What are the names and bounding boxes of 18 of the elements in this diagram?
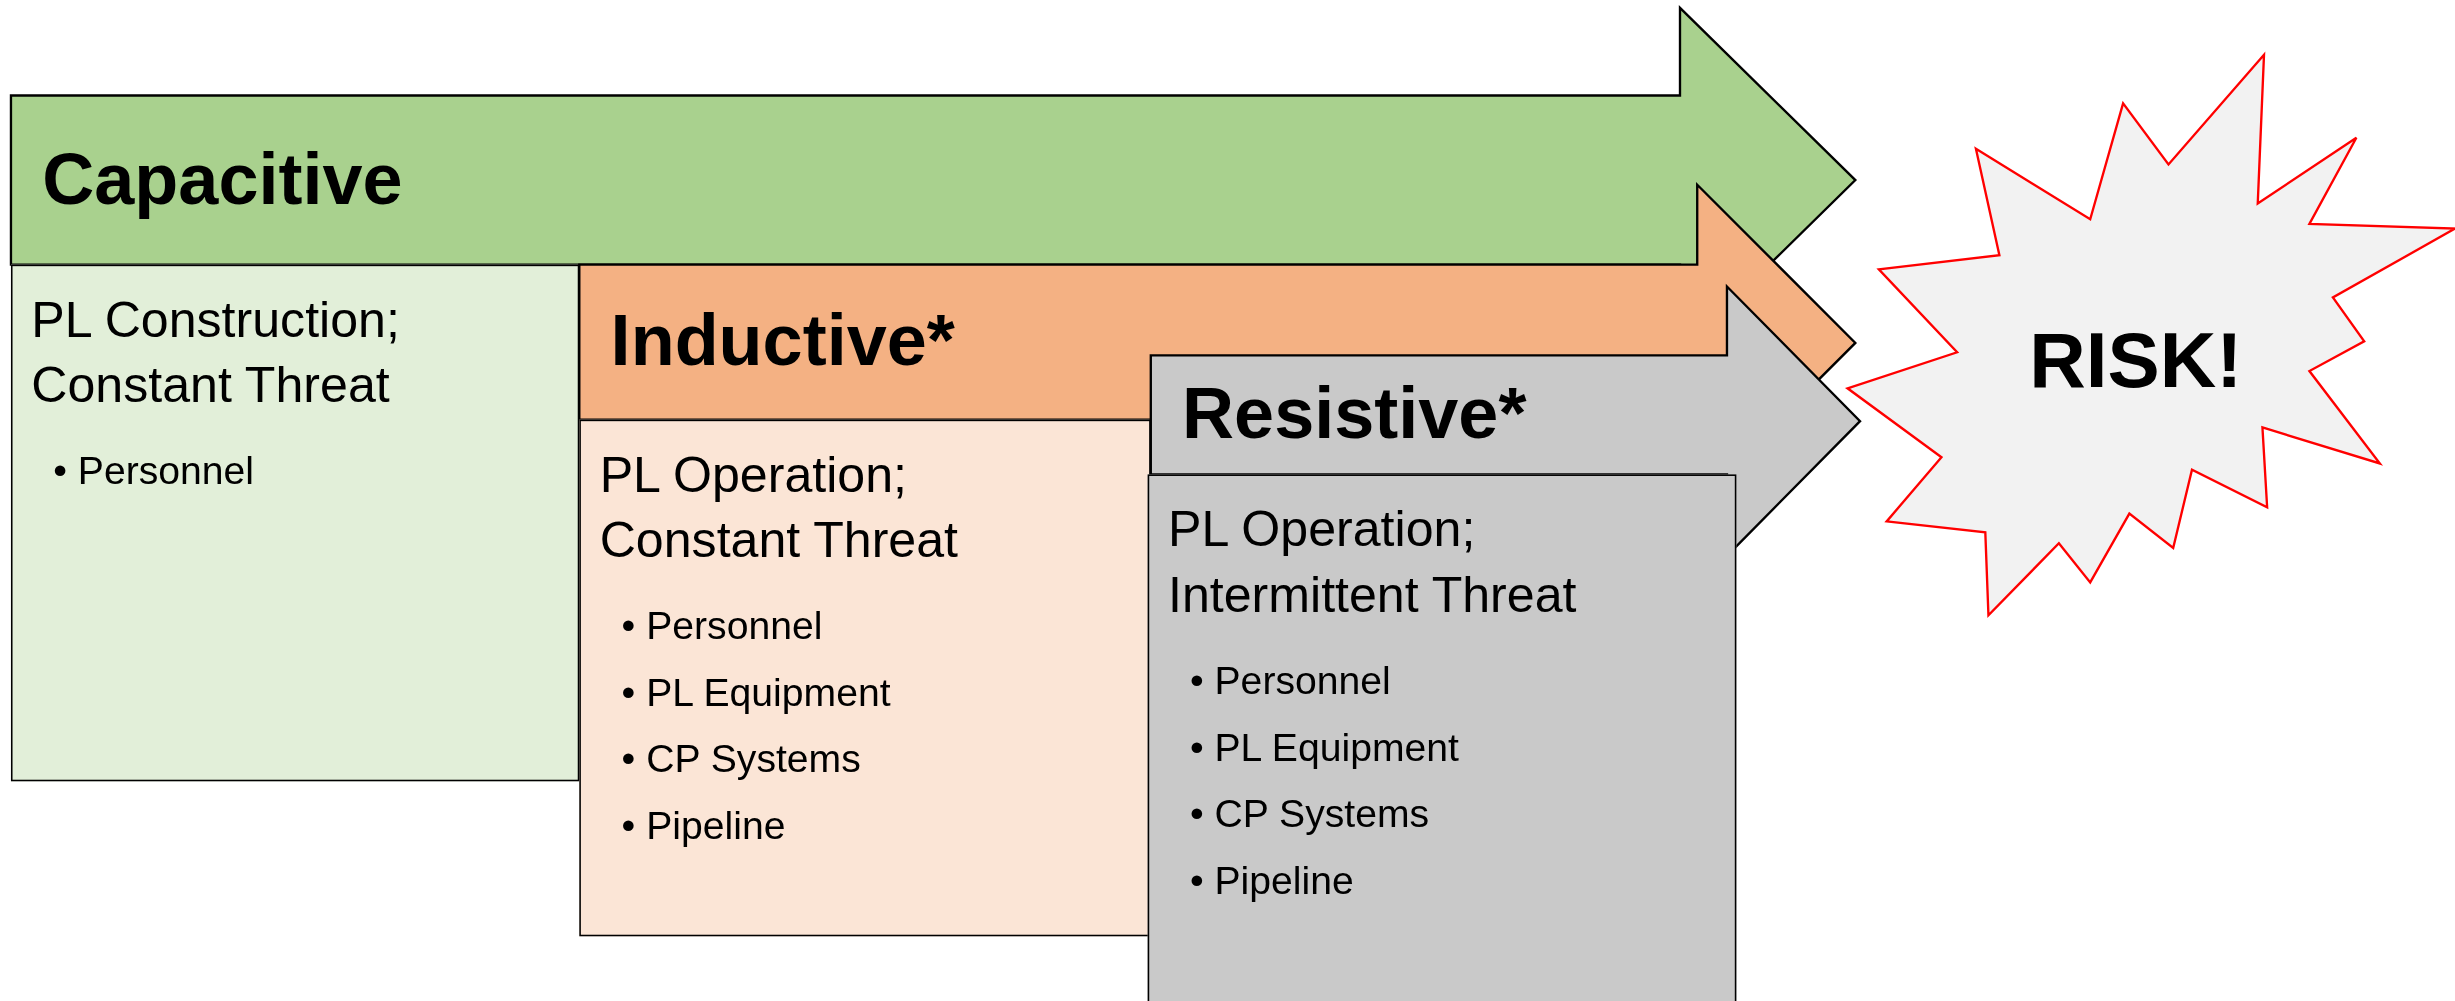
arrow-heading: Resistive* [1182,377,1527,450]
panel-heading: PL Construction; Constant Threat [31,290,401,415]
bullet-item: • PL Equipment [1189,723,1460,771]
text-panel [579,419,1151,937]
bullet-item: • Pipeline [621,801,787,849]
arrow-heading: Inductive* [610,303,955,376]
panel-heading: PL Operation; Intermittent Threat [1168,500,1578,625]
bullet-item: • PL Equipment [621,668,892,716]
text-panel [1147,474,1737,1001]
starburst-text: RISK! [2029,320,2243,400]
text-panel [10,264,580,782]
bullet-item: • Personnel [1189,656,1392,704]
bullet-item: • Personnel [53,447,256,494]
bullet-item: • CP Systems [621,735,862,782]
bullet-item: • Pipeline [1189,856,1355,904]
panel-heading: PL Operation; Constant Threat [599,445,959,570]
bullet-item: • CP Systems [1189,789,1431,837]
bullet-item: • Personnel [621,602,824,649]
